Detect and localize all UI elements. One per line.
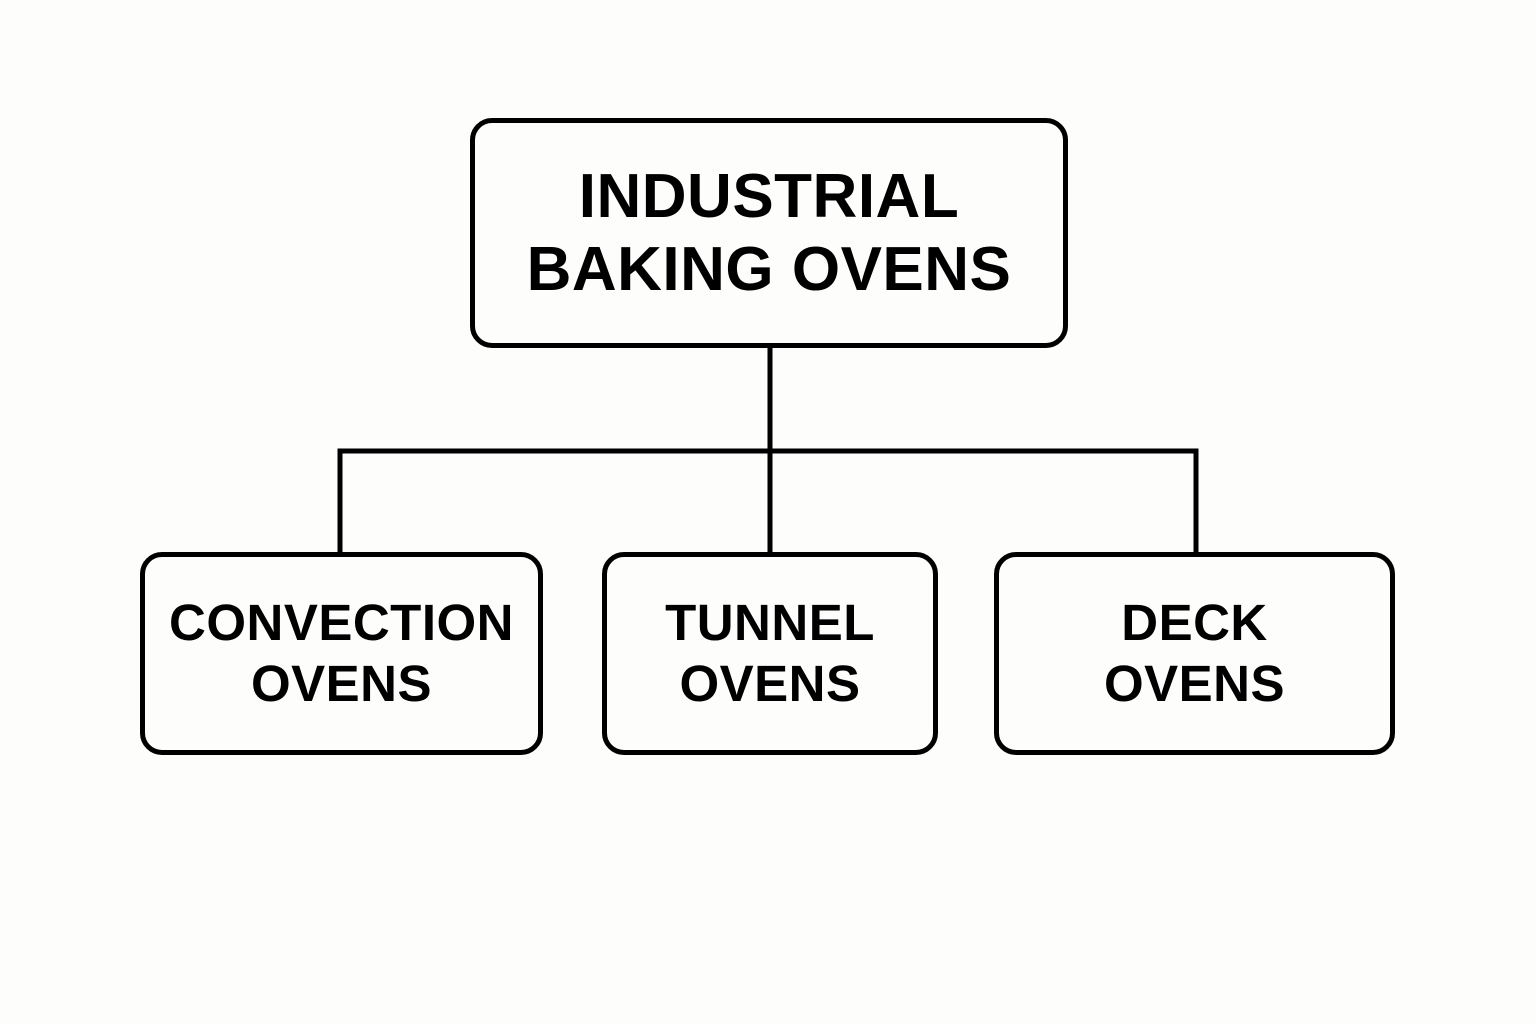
node-industrial-baking-ovens[interactable]: INDUSTRIAL BAKING OVENS: [470, 118, 1068, 348]
node-child-1-label: TUNNEL OVENS: [665, 594, 875, 712]
node-root-label: INDUSTRIAL BAKING OVENS: [526, 161, 1012, 304]
node-child-2-label: DECK OVENS: [1103, 594, 1286, 712]
node-child-0-label: CONVECTION OVENS: [168, 594, 515, 712]
node-deck-ovens[interactable]: DECK OVENS: [994, 552, 1395, 755]
node-convection-ovens[interactable]: CONVECTION OVENS: [140, 552, 543, 755]
node-tunnel-ovens[interactable]: TUNNEL OVENS: [602, 552, 938, 755]
